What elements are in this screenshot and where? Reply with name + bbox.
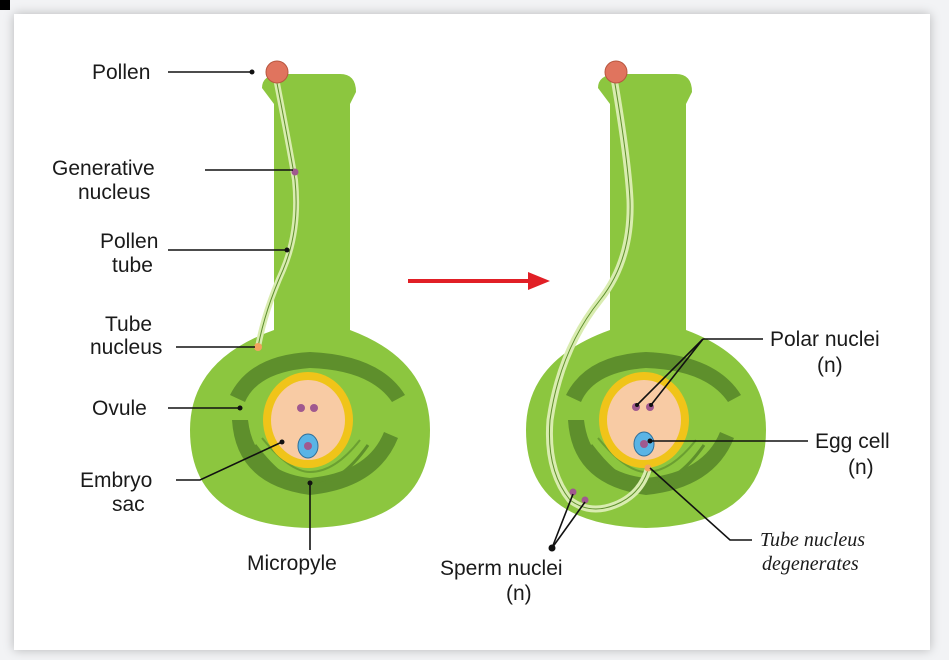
label-pollen-tube: Pollen bbox=[100, 230, 158, 253]
label-micropyle: Micropyle bbox=[247, 552, 337, 575]
label-polar-nuclei: (n) bbox=[817, 354, 843, 377]
label-tube-nucleus-degenerates: Tube nucleus bbox=[760, 529, 865, 551]
label-sperm-nuclei: Sperm nuclei bbox=[440, 557, 563, 580]
process-arrow bbox=[408, 272, 550, 290]
label-egg-cell: Egg cell bbox=[815, 430, 890, 453]
label-generative-nucleus: Generative bbox=[52, 157, 155, 180]
leader-dot bbox=[549, 545, 556, 552]
label-tube-nucleus-degenerates: degenerates bbox=[762, 553, 859, 575]
label-pollen: Pollen bbox=[92, 61, 150, 84]
label-tube-nucleus: nucleus bbox=[90, 336, 162, 359]
left-egg-nucleus bbox=[304, 442, 312, 450]
left-polar-nucleus bbox=[310, 404, 318, 412]
right-pistil bbox=[526, 61, 766, 528]
leader-dot bbox=[280, 440, 285, 445]
leader-dot bbox=[285, 248, 290, 253]
leader-dot bbox=[648, 439, 653, 444]
label-polar-nuclei: Polar nuclei bbox=[770, 328, 880, 351]
right-egg-nucleus bbox=[640, 440, 648, 448]
label-egg-cell: (n) bbox=[848, 456, 874, 479]
leader-dot bbox=[635, 403, 639, 407]
label-embryo-sac: sac bbox=[112, 493, 145, 516]
arrow-head bbox=[528, 272, 550, 290]
leader-dot bbox=[308, 481, 313, 486]
label-generative-nucleus: nucleus bbox=[78, 181, 150, 204]
label-pollen-tube: tube bbox=[112, 254, 153, 277]
label-embryo-sac: Embryo bbox=[80, 469, 152, 492]
leader-dot bbox=[649, 403, 653, 407]
label-ovule: Ovule bbox=[92, 397, 147, 420]
label-tube-nucleus: Tube bbox=[105, 313, 152, 336]
leader-dot bbox=[238, 406, 243, 411]
left-polar-nucleus bbox=[297, 404, 305, 412]
label-sperm-nuclei: (n) bbox=[506, 582, 532, 605]
left-tube-nucleus bbox=[254, 343, 262, 351]
left-pistil bbox=[190, 61, 430, 528]
left-pollen-grain bbox=[266, 61, 288, 83]
right-pollen-grain bbox=[605, 61, 627, 83]
leader-dot bbox=[250, 70, 255, 75]
